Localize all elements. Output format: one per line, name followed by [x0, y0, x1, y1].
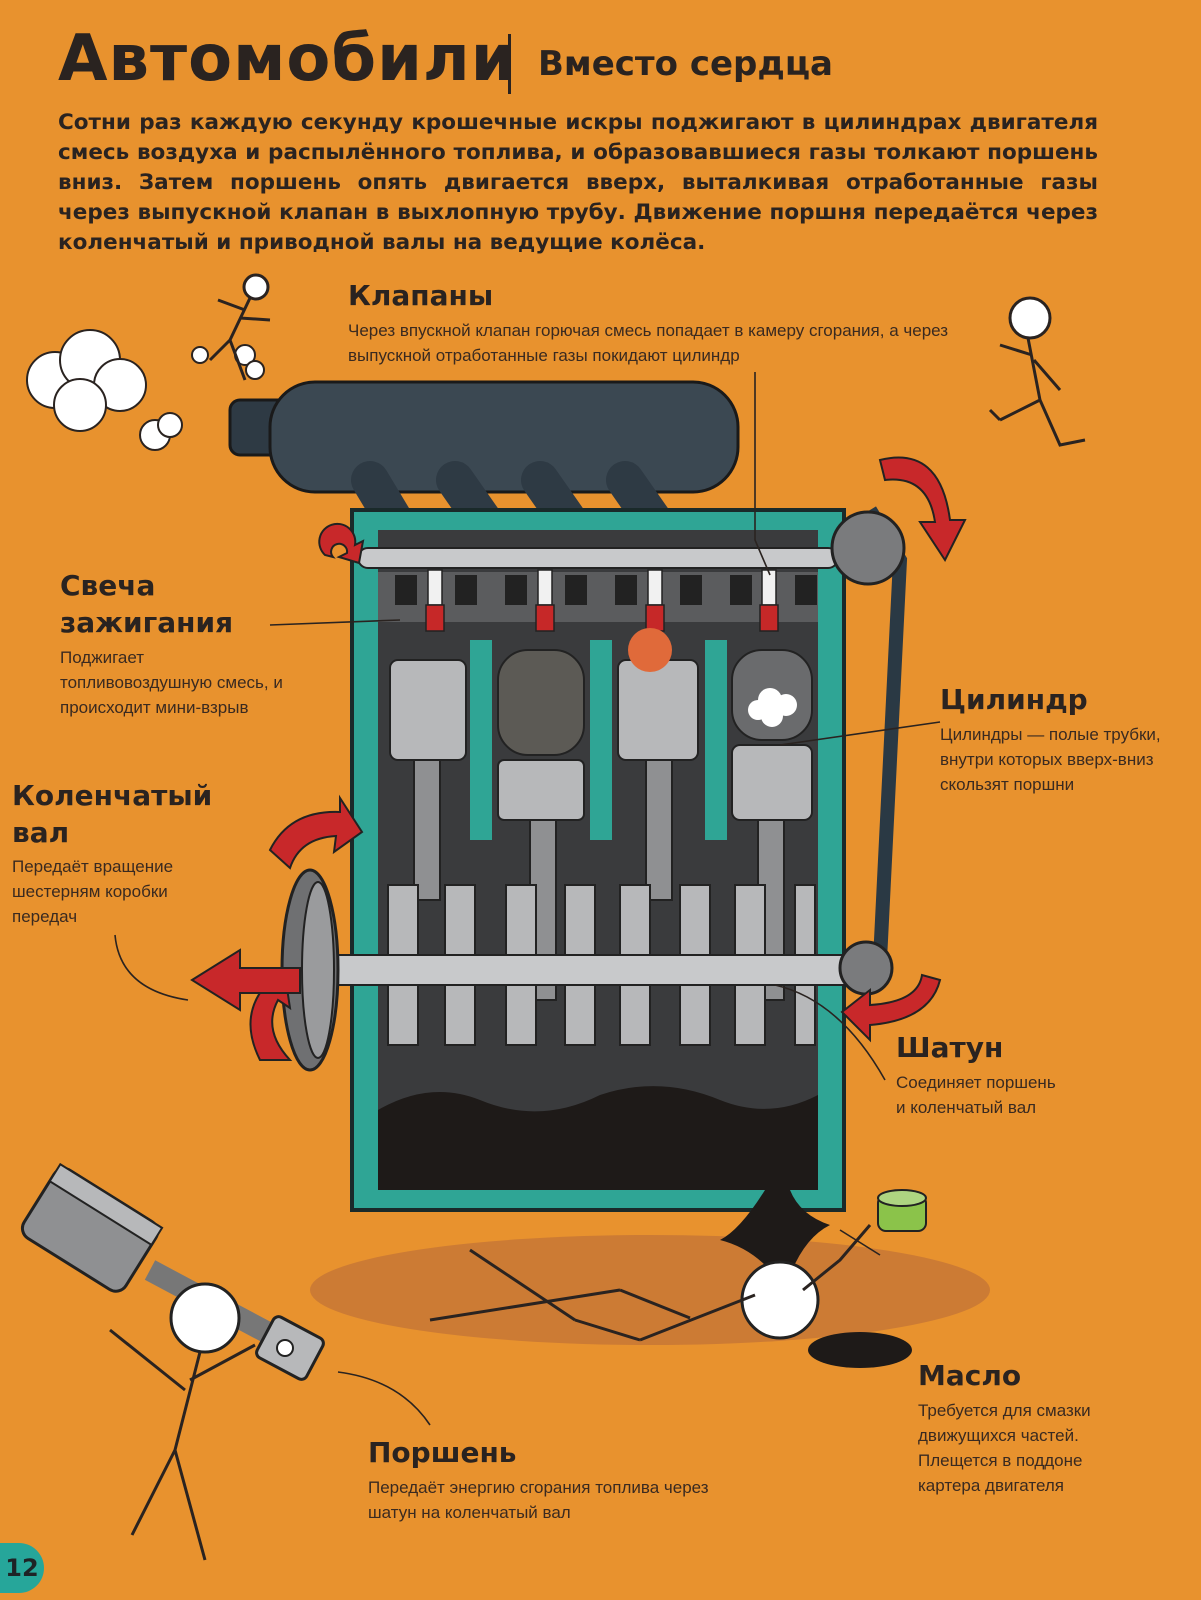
oil-cap-icon	[877, 1189, 927, 1232]
stick-figure-top-left	[208, 273, 271, 381]
valves-text: Через впускной клапан горючая смесь попа…	[348, 321, 949, 365]
spark-plug-title-line2: зажигания	[60, 606, 234, 639]
spark-plug-title-line1: Свеча	[60, 569, 156, 602]
crankshaft-title-line2: вал	[12, 816, 70, 849]
rotation-arrow-icon	[247, 456, 967, 1061]
smoke-cloud-icon	[26, 329, 265, 451]
con-rod-text: Соединяет поршень и коленчатый вал	[896, 1073, 1056, 1117]
engine-block	[319, 508, 861, 1212]
page-number: 12	[0, 1543, 44, 1593]
exhaust-manifold	[228, 380, 740, 549]
crank-gear-icon	[838, 940, 894, 996]
valves-title: Клапаны	[348, 279, 494, 312]
page-subtitle: Вместо сердца	[538, 44, 833, 84]
leader-lines	[114, 372, 941, 1426]
piston-title: Поршень	[368, 1436, 517, 1469]
crankshaft-title-line1: Коленчатый	[12, 779, 213, 812]
spark-plug-text: Поджигает топливовоздушную смесь, и прои…	[60, 648, 283, 717]
cam-gear-icon	[830, 510, 906, 586]
oil-blob	[720, 1190, 912, 1368]
intro-paragraph: Сотни раз каждую секунду крошечные искры…	[58, 110, 1098, 255]
con-rod-title: Шатун	[896, 1031, 1004, 1064]
stick-figure-bottom-left	[20, 1162, 325, 1561]
output-arrow-icon	[190, 948, 301, 1012]
stick-figure-top-right	[988, 296, 1086, 447]
page-title: Автомобили	[58, 22, 517, 96]
cylinder-title: Цилиндр	[940, 683, 1088, 716]
cylinder-text: Цилиндры — полые трубки, внутри которых …	[940, 725, 1161, 794]
crankshaft-text: Передаёт вращение шестерням коробки пере…	[12, 857, 174, 926]
spark-plug-icon	[425, 569, 779, 632]
piston-text: Передаёт энергию сгорания топлива через …	[368, 1478, 709, 1522]
title-divider	[508, 34, 511, 94]
oil-title: Масло	[918, 1359, 1022, 1392]
flywheel-icon	[280, 868, 340, 1072]
oil-text: Требуется для смазки движущихся частей. …	[918, 1401, 1091, 1495]
